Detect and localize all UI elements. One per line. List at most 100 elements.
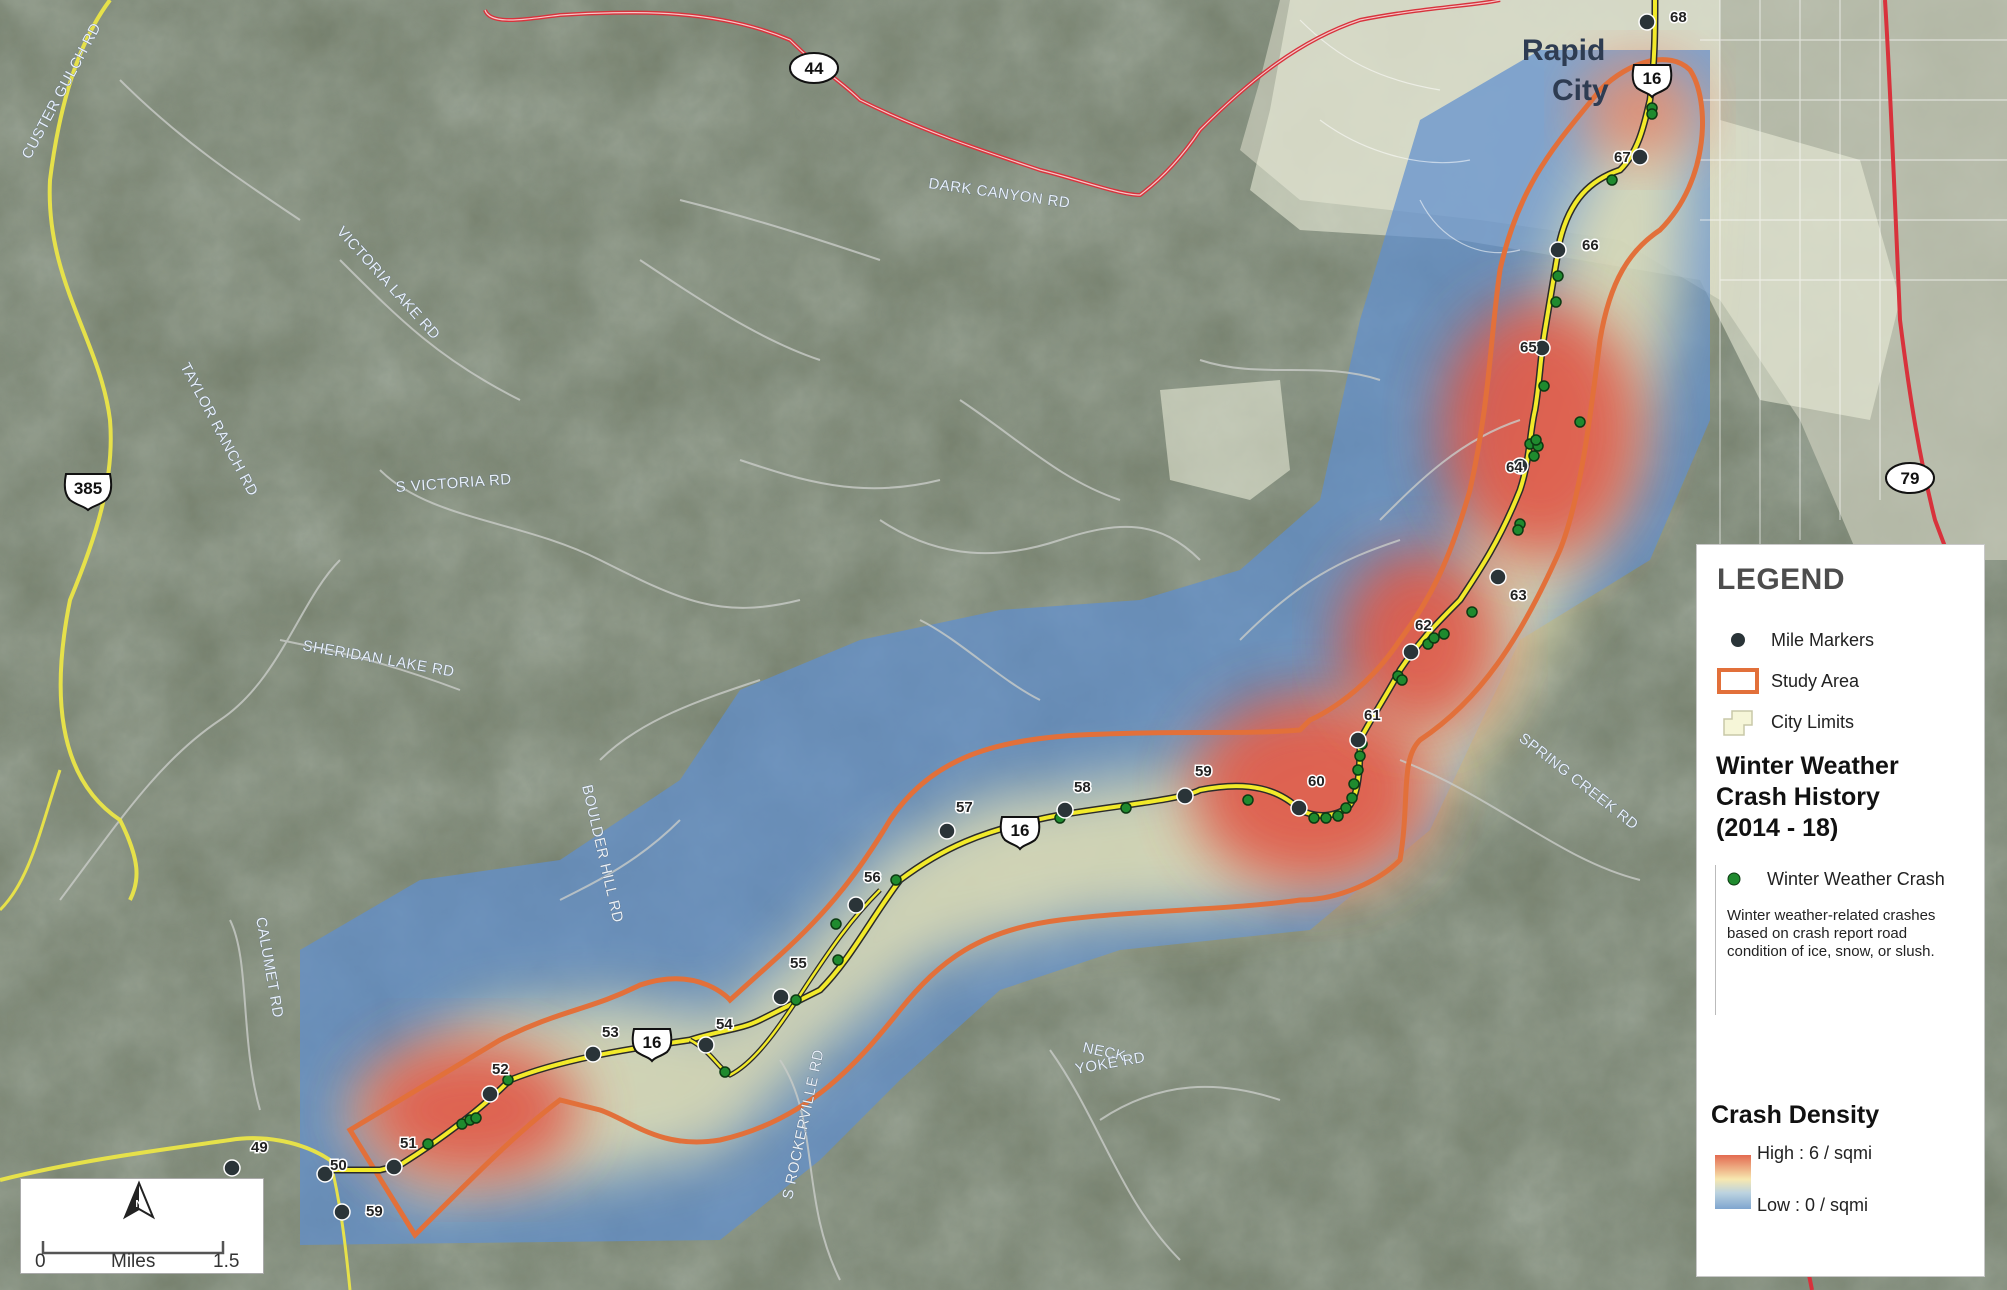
scale-end-label: 1.5 — [213, 1251, 240, 1272]
mile-marker-label: 58 — [1074, 779, 1091, 796]
shield-16-north: 16 — [1631, 64, 1673, 99]
mile-marker-59 — [333, 1203, 351, 1221]
shield-16-south: 16 — [631, 1028, 673, 1063]
mile-marker-label: 54 — [716, 1016, 733, 1033]
scale-unit-label: Miles — [111, 1251, 156, 1272]
shield-385: 385 — [63, 473, 113, 512]
mile-marker-label: 67 — [1614, 149, 1631, 166]
city-limits-west — [1160, 380, 1290, 500]
shield-16-south-number: 16 — [643, 1033, 662, 1052]
highway-44-inner — [484, 0, 1501, 196]
state-shield-icon — [1885, 462, 1935, 494]
density-high-label: High : 6 / sqmi — [1757, 1143, 1873, 1163]
legend-section-title-line3: (2014 - 18) — [1716, 814, 1839, 842]
mile-marker-59 — [1176, 787, 1194, 805]
legend-item-study-area: Study Area — [1715, 666, 1859, 696]
mile-marker-label: 49 — [251, 1139, 268, 1156]
mile-marker-label: 60 — [1308, 773, 1325, 790]
minor-roads — [59, 79, 1641, 1281]
mile-marker-57 — [938, 822, 956, 840]
mile-marker-label: 62 — [1415, 617, 1432, 634]
mile-marker-54 — [697, 1036, 715, 1054]
mile-marker-56 — [847, 896, 865, 914]
density-low-band — [300, 50, 1710, 1245]
shield-79-number: 79 — [1901, 469, 1920, 488]
density-hotspot-mid — [1190, 695, 1430, 885]
mile-marker-68 — [1638, 13, 1656, 31]
study-area-outline — [346, 57, 1705, 1239]
scale-line — [41, 1241, 225, 1255]
legend-crash-label: Winter Weather Crash — [1767, 868, 1945, 889]
highway-385-south — [0, 1136, 332, 1182]
north-arrow-icon: N — [122, 1180, 156, 1220]
legend-item-label: City Limits — [1771, 711, 1855, 732]
mile-marker-label: 59 — [1195, 763, 1212, 780]
us-shield-icon — [1631, 64, 1673, 99]
mile-marker-61 — [1349, 731, 1367, 749]
city-label-line1: Rapid — [1522, 34, 1605, 67]
legend-section-title-line2: Crash History — [1716, 783, 1880, 811]
mile-marker-label: 65 — [1520, 339, 1537, 356]
mile-marker-label: 59 — [366, 1203, 383, 1220]
mile-marker-62 — [1402, 643, 1420, 661]
mile-marker-66 — [1549, 241, 1567, 259]
mile-marker-51 — [385, 1158, 403, 1176]
legend-panel: LEGEND Mile Markers Study Area City Limi… — [1696, 544, 1985, 1277]
mile-marker-64 — [1511, 457, 1529, 475]
us-shield-icon — [63, 473, 113, 512]
density-color-ramp — [1715, 1155, 1751, 1209]
mile-marker-label: 55 — [790, 955, 807, 972]
legend-crash-note: Winter weather-related crashes based on … — [1727, 907, 1936, 960]
legend-density-title: Crash Density — [1711, 1101, 1880, 1129]
mile-marker-60 — [1290, 799, 1308, 817]
mile-marker-label: 53 — [602, 1024, 619, 1041]
mile-marker-67 — [1631, 148, 1649, 166]
us-shield-icon — [631, 1028, 673, 1063]
shield-16-mid-number: 16 — [1011, 821, 1030, 840]
mile-marker-58 — [1056, 801, 1074, 819]
mile-marker-label: 51 — [400, 1135, 417, 1152]
legend-section-title-line1: Winter Weather — [1716, 752, 1899, 780]
scale-start-label: 0 — [35, 1251, 46, 1272]
mile-marker-label: 64 — [1506, 459, 1523, 476]
shield-79: 79 — [1885, 462, 1935, 494]
city-limits-polygon-icon — [1715, 707, 1761, 737]
study-area-outline-icon — [1715, 666, 1761, 696]
shield-385-number: 385 — [74, 479, 102, 498]
mile-marker-label: 52 — [492, 1061, 509, 1078]
legend-item-city-limits: City Limits — [1715, 707, 1854, 737]
legend-item-mile-markers: Mile Markers — [1715, 625, 1874, 655]
state-shield-icon — [789, 52, 839, 84]
us-shield-icon — [999, 816, 1041, 851]
mile-marker-label: 50 — [330, 1157, 347, 1174]
crash-dot-icon — [1711, 864, 1757, 894]
shield-16-mid: 16 — [999, 816, 1041, 851]
mile-marker-53 — [584, 1045, 602, 1063]
mile-marker-65 — [1533, 339, 1551, 357]
mile-marker-label: 61 — [1364, 707, 1381, 724]
shield-44: 44 — [789, 52, 839, 84]
mile-marker-55 — [772, 988, 790, 1006]
mile-marker-50 — [316, 1165, 334, 1183]
mile-marker-label: 63 — [1510, 587, 1527, 604]
legend-note-box — [1715, 865, 1966, 1015]
legend-item-label: Study Area — [1771, 670, 1860, 691]
mile-marker-dot-icon — [1715, 625, 1761, 655]
shield-44-number: 44 — [805, 59, 824, 78]
mile-marker-52 — [481, 1085, 499, 1103]
mile-marker-label: 57 — [956, 799, 973, 816]
city-label-line2: City — [1552, 74, 1609, 107]
mile-marker-49 — [223, 1159, 241, 1177]
legend-item-winter-crash: Winter Weather Crash — [1711, 864, 1945, 894]
winter-crash-points — [422, 102, 1658, 1150]
density-low-label: Low : 0 / sqmi — [1757, 1195, 1869, 1215]
legend-title: LEGEND — [1717, 563, 1846, 596]
mile-marker-label: 68 — [1670, 9, 1687, 26]
svg-text:N: N — [135, 1199, 142, 1210]
mile-marker-label: 66 — [1582, 237, 1599, 254]
urban-streets — [1299, 0, 2007, 560]
mile-marker-63 — [1489, 568, 1507, 586]
shield-16-north-number: 16 — [1643, 69, 1662, 88]
